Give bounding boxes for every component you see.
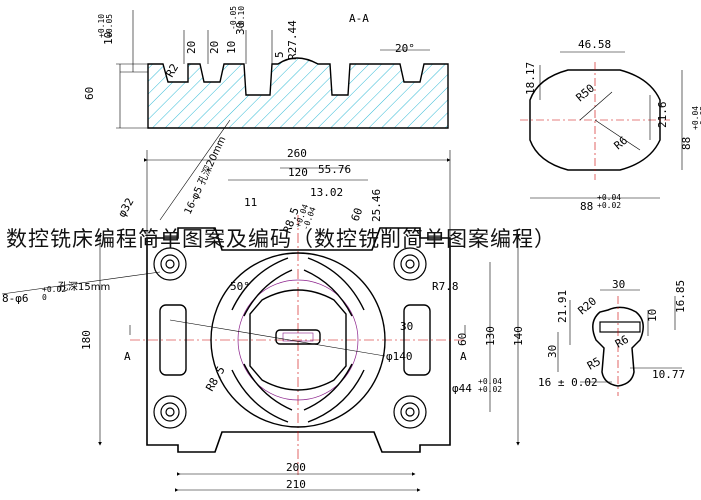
dim-r20: R20 bbox=[576, 295, 600, 318]
section-marker-left: A bbox=[124, 350, 131, 363]
dim-30-lower-vertical: 30 bbox=[546, 345, 559, 358]
dim-88-horizontal-tol: +0.04+0.02 bbox=[597, 193, 621, 210]
dim-phi140: φ140 bbox=[386, 350, 413, 363]
dim-5576: 55.76 bbox=[318, 163, 351, 176]
dim-10-tol: 10 bbox=[102, 32, 115, 45]
detail-upper-profile bbox=[529, 69, 661, 171]
detail-upper: 46.58 18.17 R50 21.6 88 +0.04+0.02 R6 88… bbox=[520, 38, 701, 213]
dim-180: 180 bbox=[80, 330, 93, 350]
dim-200: 200 bbox=[286, 461, 306, 474]
dim-4658: 46.58 bbox=[578, 38, 611, 51]
dim-5: 5 bbox=[273, 51, 286, 58]
dim-30-slot: 30 bbox=[400, 320, 413, 333]
corner-holes bbox=[153, 247, 427, 429]
pocket-circle bbox=[210, 252, 386, 428]
dim-r85-bottom: R8.5 bbox=[203, 364, 228, 393]
dim-1685: 16.85 bbox=[674, 280, 687, 313]
dim-88-vertical-tol: +0.04+0.02 bbox=[691, 106, 701, 130]
section-body bbox=[147, 57, 449, 129]
section-view: 60 10 +0.10+0.05 20 20 10 30 -0.05-0.10 … bbox=[83, 6, 449, 221]
dim-260: 260 bbox=[287, 147, 307, 160]
dim-20b: 20 bbox=[208, 41, 221, 54]
section-label: A-A bbox=[349, 12, 369, 25]
dim-60-top: 60 bbox=[349, 206, 366, 223]
dim-2191: 21.91 bbox=[556, 290, 569, 323]
hole-note-16: 16-φ5 孔深20mm bbox=[182, 134, 229, 216]
dim-phi32: φ32 bbox=[115, 196, 136, 220]
dim-10-tol-value: +0.10+0.05 bbox=[97, 14, 114, 38]
center-boss bbox=[249, 289, 347, 391]
dim-8phi6: 8-φ6 bbox=[2, 292, 29, 305]
dim-r6-lower: R6 bbox=[613, 333, 631, 351]
dim-phi44-tol: +0.04+0.02 bbox=[478, 377, 502, 394]
dim-10-lower: 10 bbox=[646, 309, 659, 322]
dim-30-tol: -0.05-0.10 bbox=[229, 6, 246, 30]
top-view: 260 120 55.76 13.02 11 R8.5 +0.04-0.04 6… bbox=[1, 147, 525, 492]
dim-210: 210 bbox=[286, 478, 306, 491]
dim-140: 140 bbox=[512, 326, 525, 346]
dim-phi44: φ44 bbox=[452, 382, 472, 395]
dim-1077: 10.77 bbox=[652, 368, 685, 381]
dim-16: 16 ± 0.02 bbox=[538, 376, 598, 389]
dim-30: 30 bbox=[234, 22, 247, 35]
dim-r6-upper: R6 bbox=[612, 134, 631, 152]
dim-1817: 18.17 bbox=[524, 62, 537, 95]
overlay-title: 数控铣床编程简单图案及编码（数控铣削简单图案编程） bbox=[6, 227, 556, 251]
dim-20deg: 20° bbox=[395, 42, 415, 55]
dim-1302: 13.02 bbox=[310, 186, 343, 199]
dim-130: 130 bbox=[484, 326, 497, 346]
detail-lower-profile bbox=[592, 306, 644, 387]
slot-right bbox=[403, 304, 431, 376]
dim-88-vertical: 88 bbox=[680, 137, 693, 150]
dim-120: 120 bbox=[288, 166, 308, 179]
dim-10b: 10 bbox=[225, 41, 238, 54]
dim-r27: R27.44 bbox=[286, 20, 299, 60]
dim-88-horizontal: 88 bbox=[580, 200, 593, 213]
dim-8phi6-note: 孔深15mm bbox=[58, 281, 110, 293]
dim-r2: R2 bbox=[163, 62, 181, 80]
detail-lower: 30 21.91 R20 10 16.85 30 R5 R6 16 ± 0.02… bbox=[538, 278, 687, 396]
dim-50deg: 50° bbox=[230, 280, 250, 293]
dim-60-right: 60 bbox=[456, 333, 469, 346]
dim-r50: R50 bbox=[574, 82, 598, 105]
dim-20a: 20 bbox=[185, 41, 198, 54]
dim-r5: R5 bbox=[585, 355, 603, 373]
dim-11: 11 bbox=[244, 196, 257, 209]
dim-216: 21.6 bbox=[656, 102, 669, 129]
dim-30-lower: 30 bbox=[612, 278, 625, 291]
dim-2546: 25.46 bbox=[370, 189, 383, 222]
slot-left bbox=[159, 304, 187, 376]
dim-60-section: 60 bbox=[83, 87, 96, 100]
dim-r78: R7.8 bbox=[432, 280, 459, 293]
section-marker-right: A bbox=[460, 350, 467, 363]
plate-outline bbox=[146, 227, 451, 453]
